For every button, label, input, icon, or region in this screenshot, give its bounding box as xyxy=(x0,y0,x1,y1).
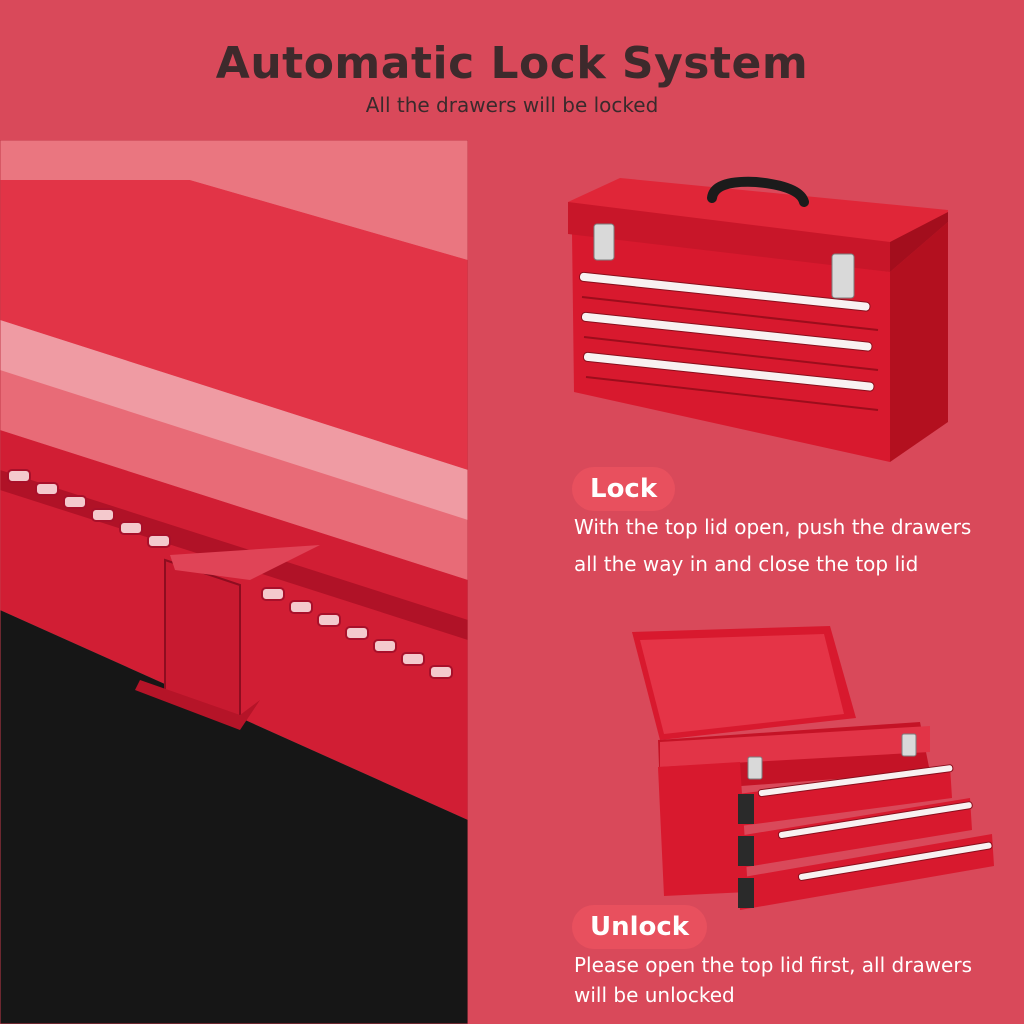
lock-description: With the top lid open, push the drawers … xyxy=(574,515,972,576)
hinge-closeup-image xyxy=(0,140,468,1024)
unlock-description: Please open the top lid first, all drawe… xyxy=(574,953,973,1007)
header: Automatic Lock System All the drawers wi… xyxy=(0,0,1024,140)
unlock-badge: Unlock xyxy=(572,905,708,949)
lock-badge: Lock xyxy=(572,467,676,511)
closed-toolbox-image xyxy=(568,176,948,462)
page-subtitle: All the drawers will be locked xyxy=(365,93,659,117)
page-title: Automatic Lock System xyxy=(215,38,809,89)
open-toolbox-image xyxy=(632,626,994,910)
